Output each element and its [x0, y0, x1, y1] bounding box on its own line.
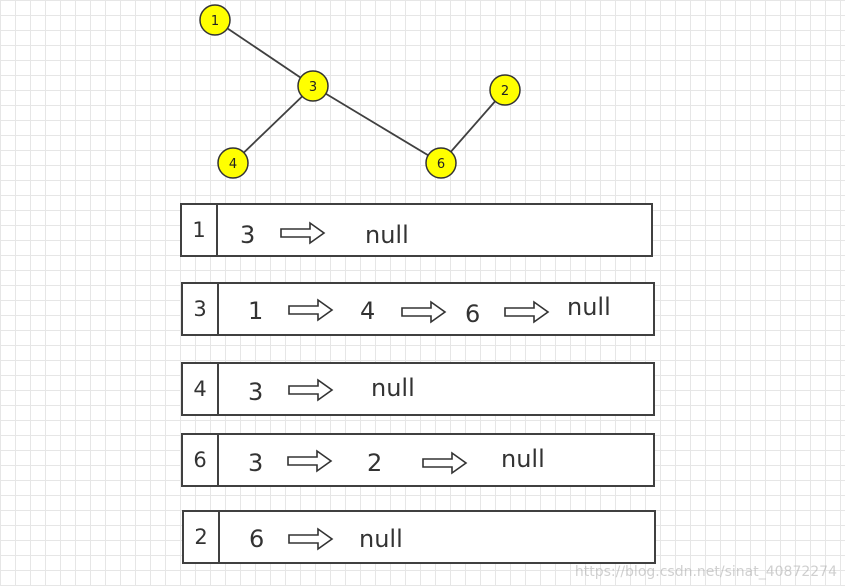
null-terminator: null: [567, 293, 611, 321]
watermark: https://blog.csdn.net/sinat_40872274: [574, 564, 837, 580]
list-value: 3: [248, 449, 264, 477]
node-circle: [199, 4, 231, 36]
null-terminator: null: [371, 374, 415, 402]
arrow-icon: [288, 527, 334, 551]
node-circle: [297, 70, 329, 102]
node-circle: [217, 147, 249, 179]
list-value: 3: [248, 378, 264, 406]
node-label: 6: [437, 157, 445, 172]
node-circle: [425, 147, 457, 179]
edge-3-4: [232, 85, 314, 164]
edge-3-6: [312, 85, 442, 164]
row-index: 4: [183, 364, 219, 414]
node-label: 3: [309, 80, 317, 95]
graph-node-3: 3: [297, 70, 329, 102]
graph-node-1: 1: [199, 4, 231, 36]
row-index: 1: [182, 205, 218, 255]
graph-nodes: 1 3 2 4 6: [199, 4, 521, 179]
node-label: 2: [501, 84, 509, 99]
node-label: 1: [211, 14, 219, 29]
list-value: 3: [240, 221, 256, 249]
list-value: 2: [367, 449, 383, 477]
node-circle: [489, 74, 521, 106]
edge-1-3: [214, 19, 314, 87]
graph-node-6: 6: [425, 147, 457, 179]
adjacency-row-1: 1 3 null: [180, 203, 653, 257]
graph-edges: [214, 19, 506, 164]
arrow-icon: [287, 449, 333, 473]
arrow-icon: [280, 221, 326, 245]
null-terminator: null: [365, 221, 409, 249]
arrow-icon: [401, 300, 447, 324]
list-value: 1: [248, 297, 264, 325]
adjacency-row-4: 4 3 null: [181, 362, 655, 416]
row-index: 3: [183, 284, 219, 334]
row-index: 6: [183, 435, 219, 485]
graph-node-4: 4: [217, 147, 249, 179]
list-value: 6: [465, 300, 481, 328]
null-terminator: null: [501, 445, 545, 473]
node-label: 4: [229, 157, 237, 172]
arrow-icon: [288, 378, 334, 402]
list-value: 4: [360, 297, 376, 325]
adjacency-row-2: 2 6 null: [182, 510, 656, 564]
graph-node-2: 2: [489, 74, 521, 106]
row-index: 2: [184, 512, 220, 562]
graph-diagram: 1 3 2 4 6: [199, 4, 521, 179]
null-terminator: null: [359, 525, 403, 553]
arrow-icon: [288, 298, 334, 322]
arrow-icon: [422, 451, 468, 475]
arrow-icon: [504, 300, 550, 324]
adjacency-row-6: 6 3 2 null: [181, 433, 655, 487]
edge-6-2: [440, 89, 506, 164]
adjacency-row-3: 3 1 4 6 null: [181, 282, 655, 336]
list-value: 6: [249, 525, 265, 553]
